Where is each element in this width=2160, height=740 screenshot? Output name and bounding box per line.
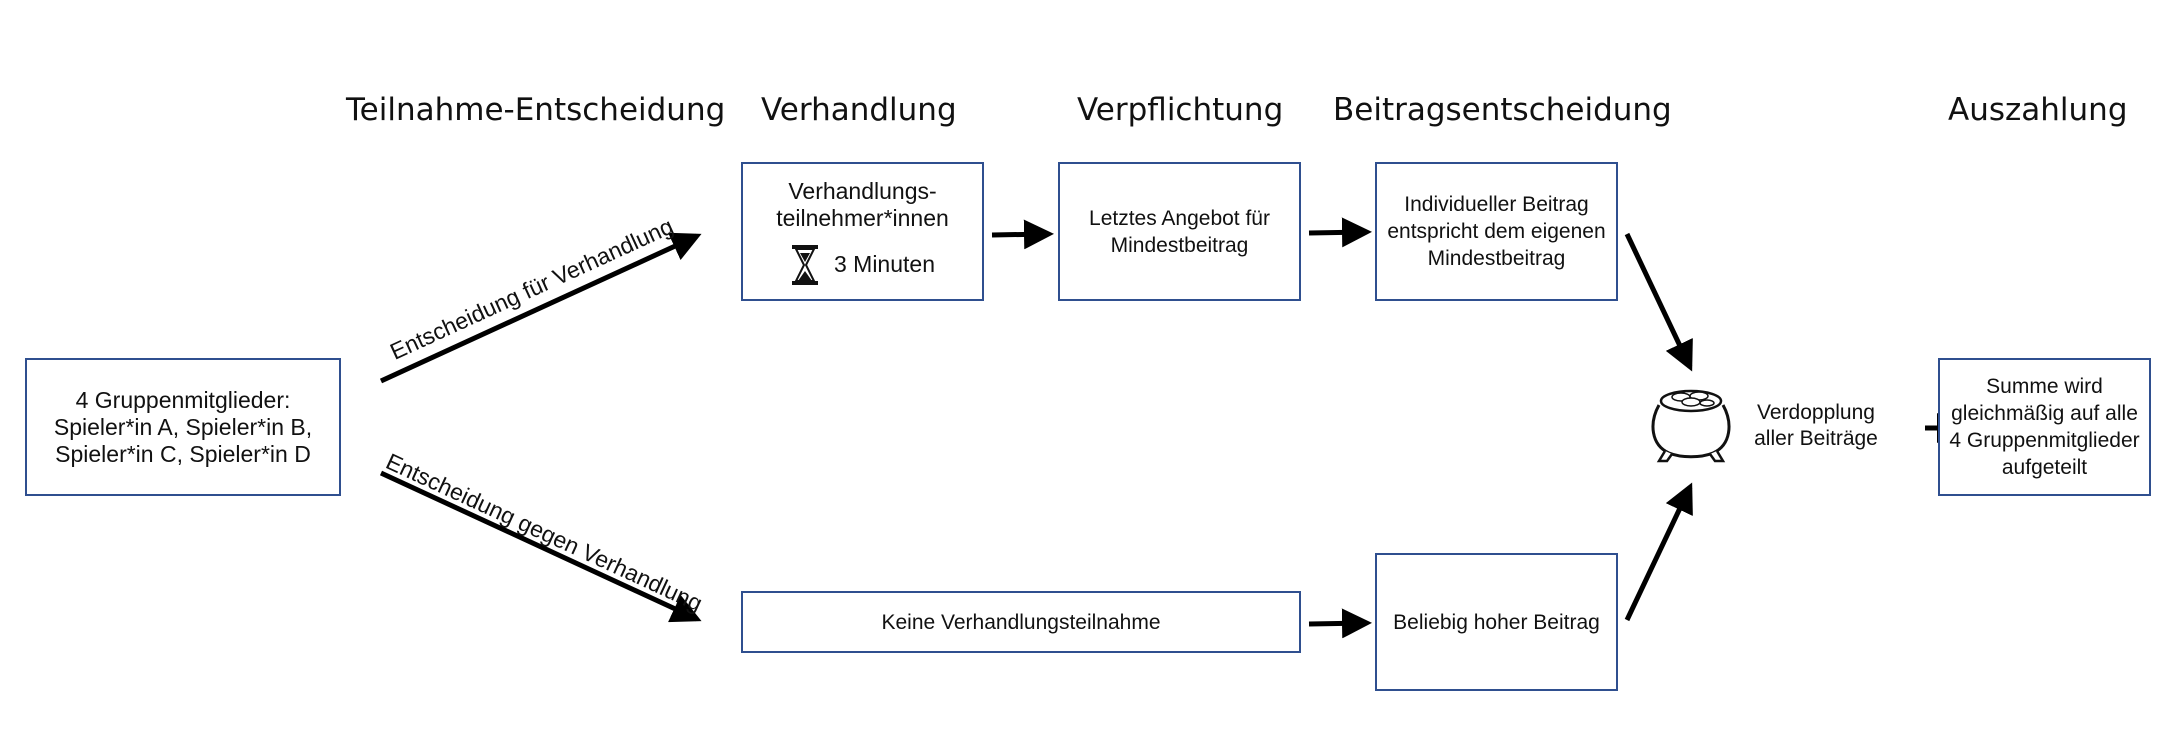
pot-of-coins-icon (1651, 389, 1731, 463)
box-sum-distribution: Summe wird gleichmäßig auf alle 4 Gruppe… (1938, 358, 2151, 496)
arrow-to-negotiation (379, 232, 702, 384)
arrow-to-no-negotiation (379, 470, 702, 623)
box-negotiators: Verhandlungs- teilnehmer*innen 3 Minuten (741, 162, 984, 301)
arrow-offer-to-contribution (1308, 217, 1372, 248)
timer-label: 3 Minuten (833, 251, 935, 277)
stage-title-commitment: Verpflichtung (1077, 92, 1284, 128)
negotiators-label: Verhandlungs- teilnehmer*innen (776, 177, 949, 231)
hourglass-icon (791, 244, 818, 285)
stage-title-participation: Teilnahme-Entscheidung (346, 92, 726, 128)
arrow-negotiators-to-offer (991, 219, 1054, 250)
box-last-offer: Letztes Angebot für Mindestbeitrag (1058, 162, 1301, 301)
box-group-members: 4 Gruppenmitglieder: Spieler*in A, Spiel… (25, 358, 341, 496)
arrow-arbitrary-to-pot (1624, 482, 1693, 622)
arrow-no-negotiation-to-contribution (1308, 608, 1372, 639)
box-no-negotiation: Keine Verhandlungsteilnahme (741, 591, 1301, 653)
box-individual-contribution: Individueller Beitrag entspricht dem eig… (1375, 162, 1618, 301)
stage-title-contribution: Beitragsentscheidung (1333, 92, 1672, 128)
box-arbitrary-contribution: Beliebig hoher Beitrag (1375, 553, 1618, 691)
label-doubling: Verdopplung aller Beiträge (1754, 401, 1878, 450)
arrow-contribution-to-pot (1624, 232, 1693, 372)
stage-title-negotiation: Verhandlung (761, 92, 957, 128)
timer-row: 3 Minuten (790, 244, 935, 286)
stage-title-payout: Auszahlung (1948, 92, 2128, 128)
